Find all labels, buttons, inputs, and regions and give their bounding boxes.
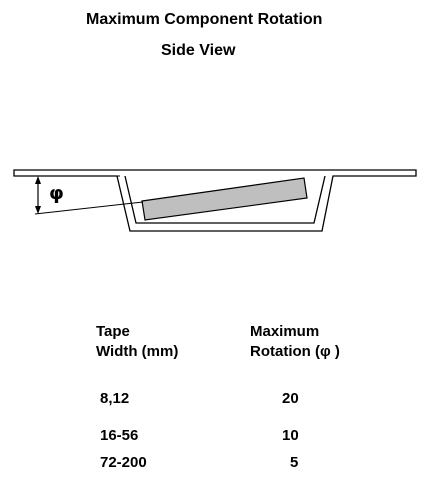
table-header-max-rotation: Maximum Rotation (φ ) (250, 322, 340, 362)
header-col1-line2: Width (mm) (96, 343, 179, 360)
table-row-value: 5 (290, 453, 298, 473)
cell-tape-width: 72-200 (100, 454, 147, 471)
pocket-inner-wall (124, 175, 326, 224)
angle-arrow (35, 176, 41, 214)
cell-max-rotation: 10 (282, 427, 299, 444)
table-row: 8,12 (100, 389, 129, 409)
header-col2-line1: Maximum (250, 323, 320, 340)
table-row: 72-200 (100, 453, 147, 473)
header-col1-line1: Tape (96, 323, 130, 340)
cell-max-rotation: 5 (290, 454, 299, 471)
angle-reference-slanted (34, 201, 144, 215)
cell-max-rotation: 20 (282, 390, 299, 407)
angle-symbol: φ (49, 182, 64, 204)
cell-tape-width: 16-56 (100, 427, 139, 444)
table-row: 16-56 (100, 426, 138, 446)
diagram-title-line1: Maximum Component Rotation (86, 11, 323, 28)
diagram-title-line2: Side View (161, 42, 236, 59)
table-row-value: 20 (282, 389, 299, 409)
table-row-value: 10 (282, 426, 299, 446)
table-header-tape-width: Tape Width (mm) (96, 322, 178, 362)
header-col2-line2: Rotation (φ ) (250, 343, 340, 360)
cell-tape-width: 8,12 (100, 390, 130, 407)
component-rect (141, 177, 308, 221)
